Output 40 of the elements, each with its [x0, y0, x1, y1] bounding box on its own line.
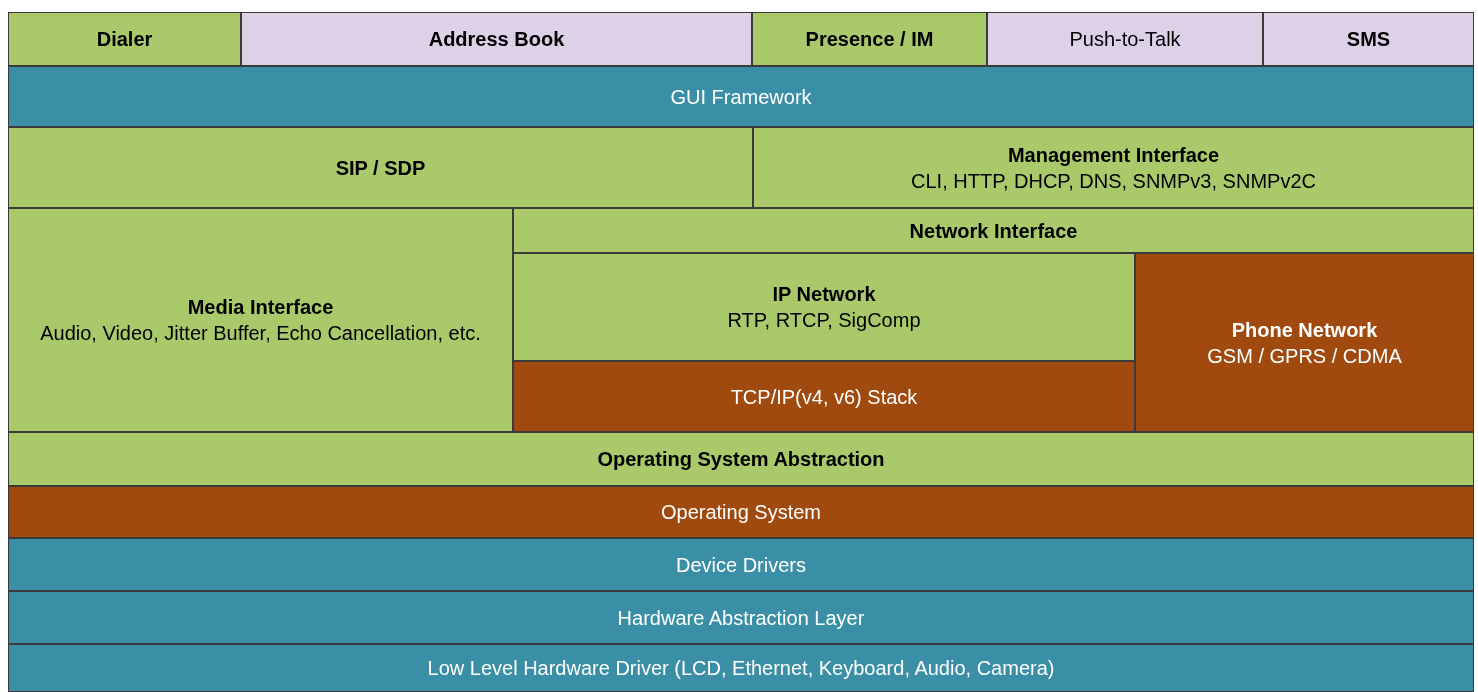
layer-label: Low Level Hardware Driver (LCD, Ethernet, Keyboard, Audio, Camera) [427, 656, 1055, 681]
layer-heading: Phone Network [1231, 317, 1378, 343]
layer-block [752, 12, 987, 66]
layer-label: GUI Framework [670, 84, 812, 110]
layer-label: Address Book [428, 27, 565, 52]
layer-heading: Media Interface [187, 295, 334, 320]
layer-block [8, 644, 1474, 692]
layer-block [241, 12, 752, 66]
layer-block [8, 127, 753, 208]
layer-heading: IP Network [772, 282, 876, 307]
layer-block [8, 66, 1474, 127]
layer-label: Presence / IM [805, 27, 934, 52]
layer-block [8, 432, 1474, 486]
layer-description: Audio, Video, Jitter Buffer, Echo Cancellation, etc. [40, 321, 481, 346]
layer-label: TCP/IP(v4, v6) Stack [730, 384, 918, 410]
layer-description: RTP, RTCP, SigComp [727, 308, 921, 333]
layer-block [1135, 253, 1474, 432]
layer-heading: Management Interface [1007, 142, 1220, 168]
layer-block [1263, 12, 1474, 66]
layer-label: Push-to-Talk [1069, 27, 1181, 52]
layer-block [8, 486, 1474, 538]
layer-label: Hardware Abstraction Layer [617, 605, 865, 631]
layer-label: Operating System [660, 500, 822, 525]
layer-block [8, 208, 513, 432]
layer-block [8, 12, 241, 66]
layer-block [753, 127, 1474, 208]
layer-block [513, 208, 1474, 253]
layer-label: SIP / SDP [335, 155, 426, 181]
layer-block [8, 591, 1474, 644]
layer-block [8, 538, 1474, 591]
layer-label: Device Drivers [676, 552, 806, 578]
layer-label: Network Interface [909, 218, 1078, 244]
layer-label: SMS [1346, 27, 1391, 52]
layer-label: Dialer [96, 27, 153, 52]
layer-description: GSM / GPRS / CDMA [1207, 343, 1402, 369]
layer-label: Operating System Abstraction [597, 447, 885, 472]
layer-block [513, 361, 1135, 432]
layer-description: CLI, HTTP, DHCP, DNS, SNMPv3, SNMPv2C [911, 168, 1316, 194]
layer-block [513, 253, 1135, 361]
layer-block [987, 12, 1263, 66]
